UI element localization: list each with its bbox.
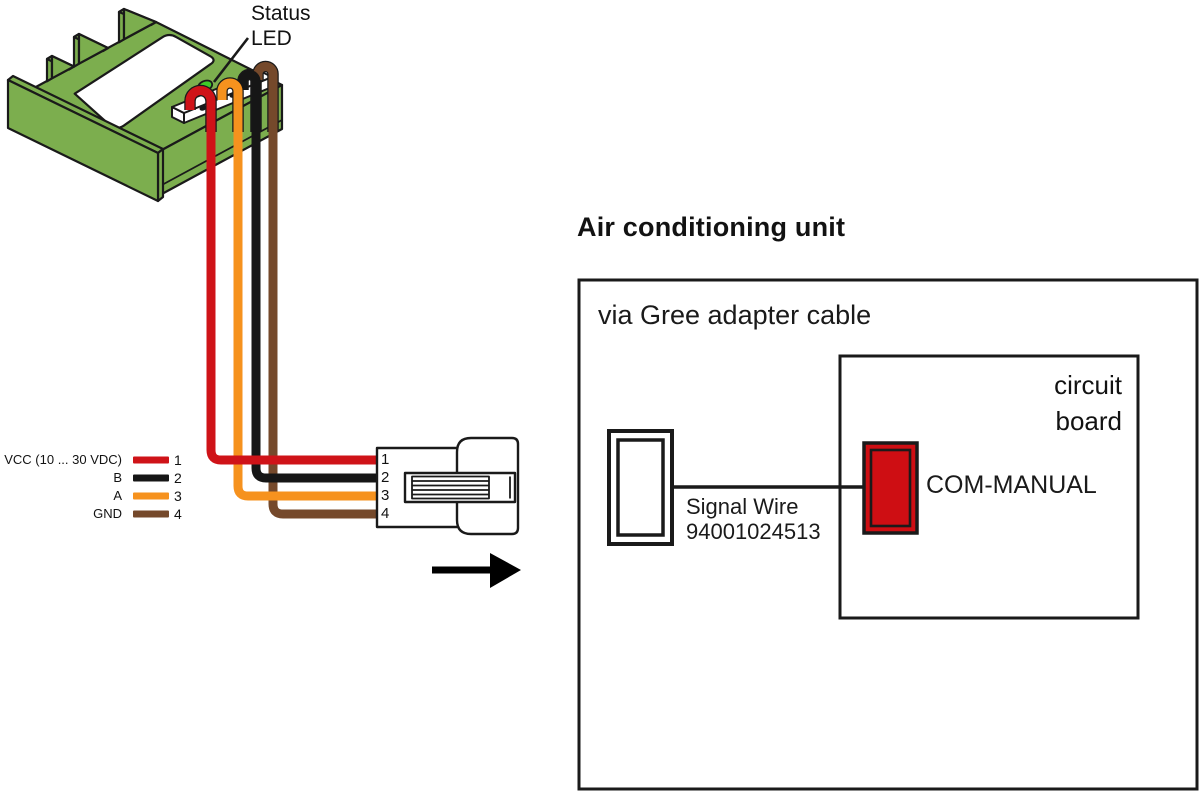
com-manual-port (862, 441, 919, 535)
legend-label-gnd: GND (93, 506, 122, 521)
legend-pin-2: 2 (174, 470, 182, 486)
status-led-label: Status LED (251, 1, 311, 51)
com-manual-label: COM-MANUAL (926, 471, 1097, 499)
plug-cable-stripes (411, 475, 511, 500)
legend-swatch-red (133, 456, 169, 464)
heatsink-fin-small (45, 54, 76, 83)
circuit-board-label: circuit board (940, 367, 1122, 439)
legend-swatch-orange (133, 492, 169, 500)
signal-wire-label-line2: 94001024513 (686, 519, 821, 544)
wires (185, 62, 378, 519)
plug-pin-3: 3 (381, 487, 390, 504)
heatsink-fin-tall (117, 7, 158, 44)
ac-unit-diagram (577, 278, 1199, 791)
status-led-label-line2: LED (251, 27, 292, 50)
legend-swatches (133, 456, 169, 518)
gateway-module-illustration (6, 7, 284, 203)
status-led-pointer-line (212, 37, 250, 83)
ac-unit-box (577, 278, 1199, 791)
wire-a-orange (217, 78, 378, 501)
legend-pin-1: 1 (174, 452, 182, 468)
status-led-label-line1: Status (251, 2, 311, 25)
legend-pin-3: 3 (174, 488, 182, 504)
rj-plug-connector (375, 436, 520, 536)
wire-gnd-brown (253, 62, 378, 519)
terminal-hole (199, 105, 207, 111)
legend-pin-4: 4 (174, 506, 182, 522)
plug-pin-1: 1 (381, 451, 390, 468)
circuit-board-label-line2: board (1055, 406, 1123, 436)
adapter-plug-connector (607, 429, 674, 546)
wire-b-black (238, 70, 378, 483)
legend-label-vcc: VCC (10 ... 30 VDC) (4, 452, 122, 467)
signal-wire-label: Signal Wire 94001024513 (686, 494, 821, 544)
heatsink-fin-middle (72, 32, 110, 68)
legend-label-a: A (113, 488, 122, 503)
plug-pin-2: 2 (381, 469, 390, 486)
plug-pin-4: 4 (381, 505, 390, 522)
wire-vcc-red (185, 86, 378, 465)
direction-arrow (432, 553, 521, 588)
via-adapter-cable-label: via Gree adapter cable (598, 300, 872, 330)
ac-unit-title: Air conditioning unit (577, 212, 846, 242)
legend-swatch-black (133, 474, 169, 482)
mounting-flange-wall (6, 74, 165, 203)
signal-wire-label-line1: Signal Wire (686, 494, 799, 519)
circuit-board-label-line1: circuit (1054, 370, 1122, 400)
legend-label-b: B (113, 470, 122, 485)
legend-swatch-brown (133, 510, 169, 518)
